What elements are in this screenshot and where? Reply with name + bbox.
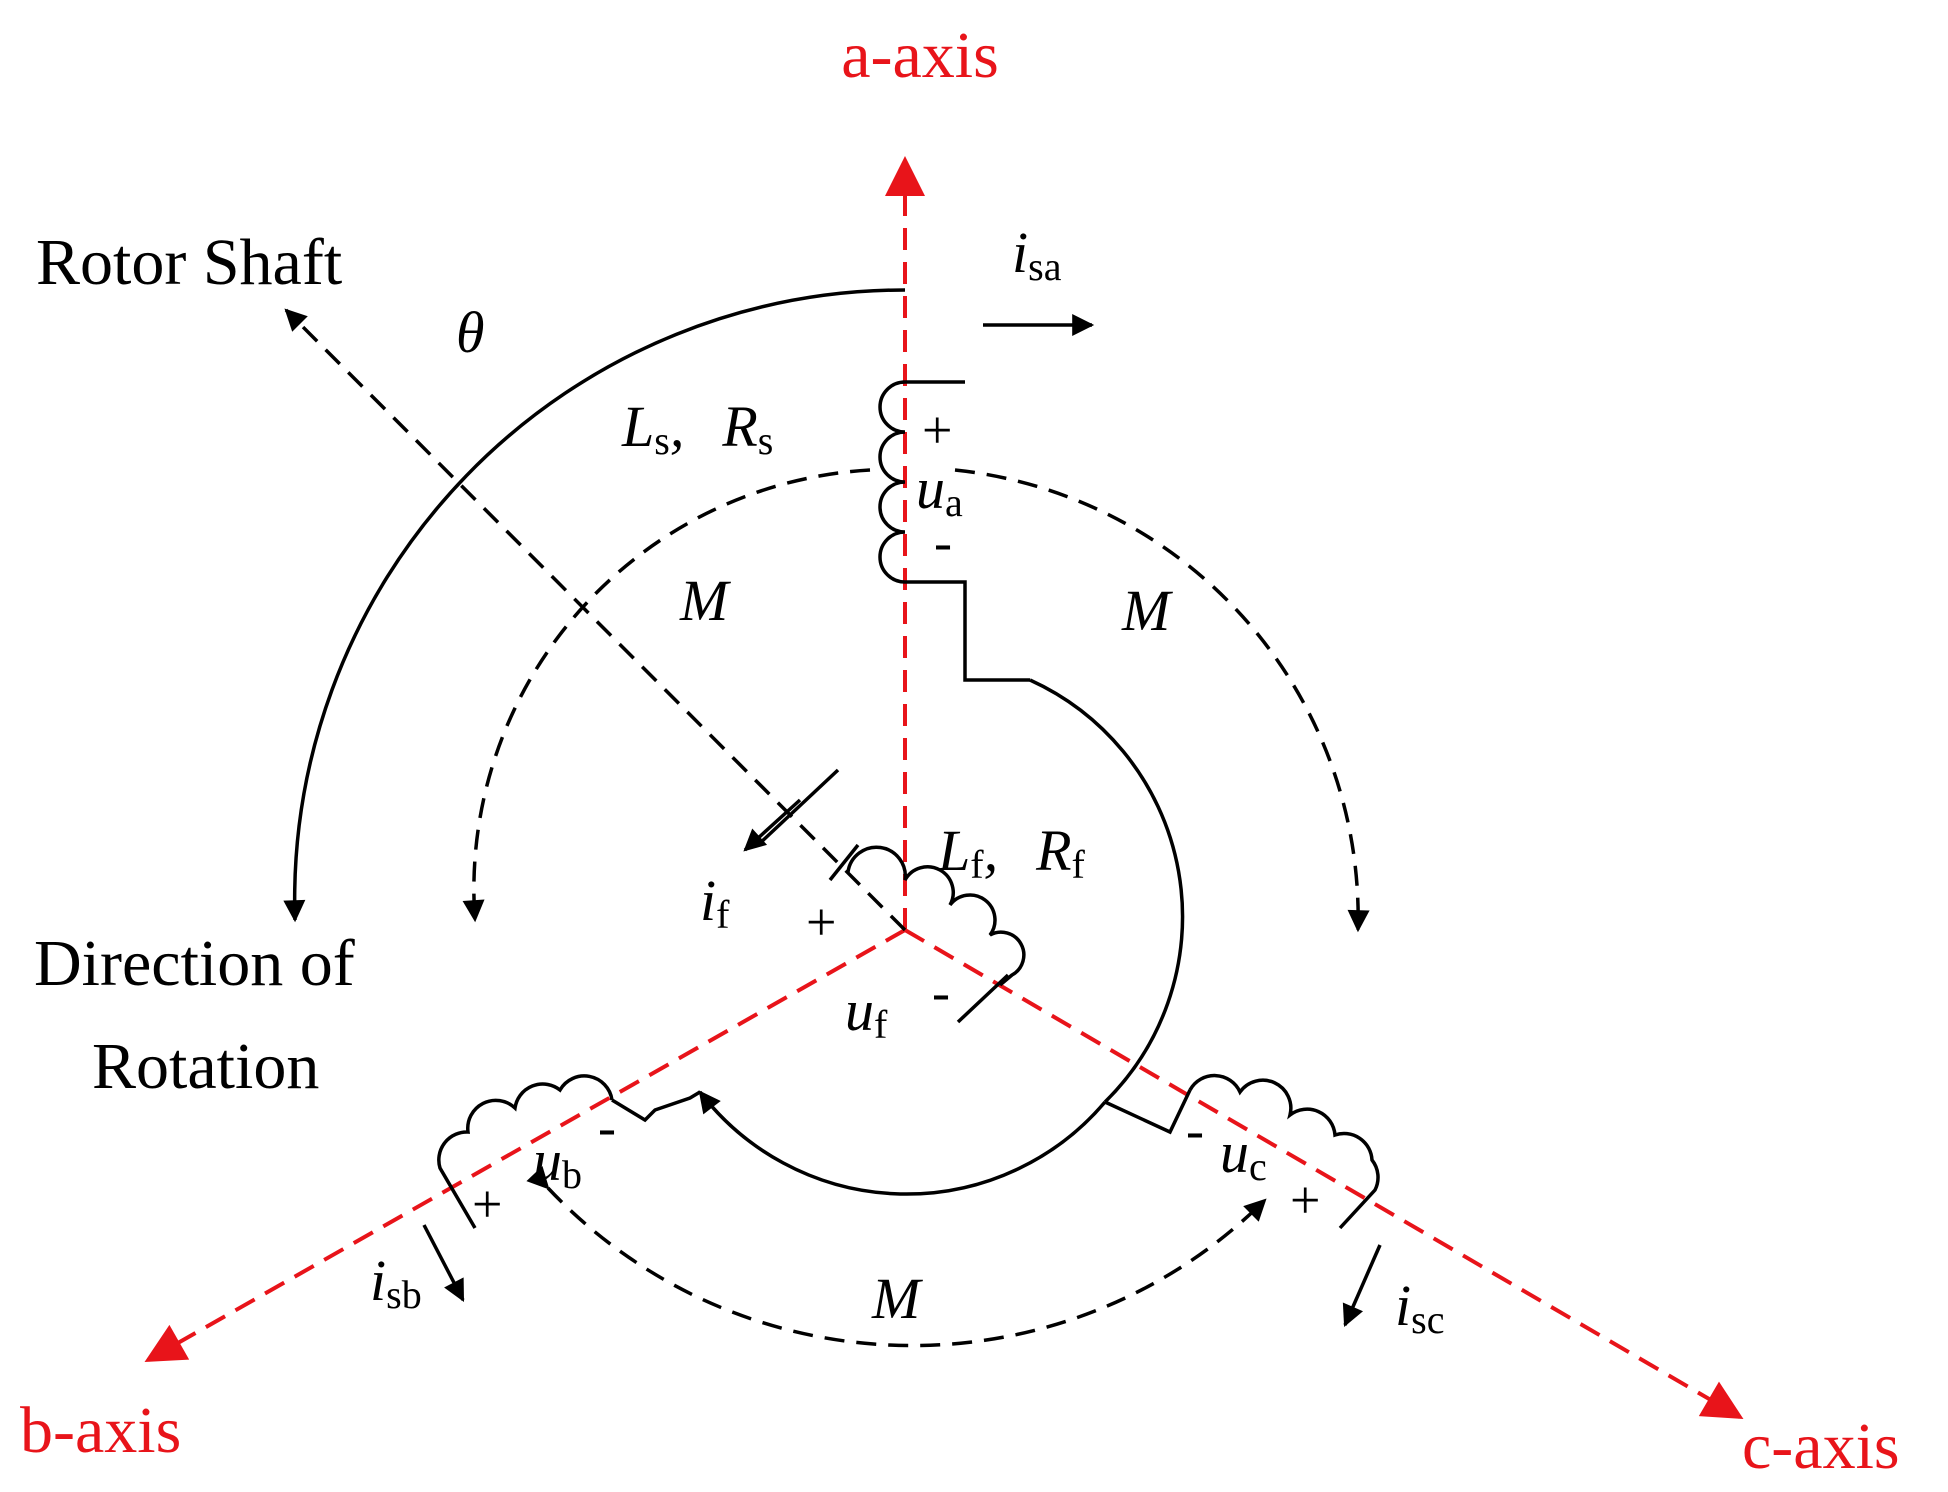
uc-plus: +: [1290, 1170, 1320, 1230]
mutual-arc-a-c: [954, 468, 1370, 933]
if-arrow: [743, 798, 802, 852]
uf-plus: +: [806, 892, 836, 952]
phase-a-winding: [878, 380, 1030, 682]
phase-b-winding: [437, 1074, 701, 1229]
isa-label: isa: [1012, 220, 1062, 289]
direction-of-rotation-label-1: Direction of: [34, 927, 355, 1000]
c-axis-label: c-axis: [1742, 1410, 1900, 1483]
ua-minus: -: [934, 512, 952, 572]
direction-of-rotation-label-2: Rotation: [92, 1030, 319, 1103]
ub-label: ub: [533, 1128, 582, 1197]
isb-label: isb: [370, 1248, 422, 1317]
uc-minus: -: [1186, 1100, 1204, 1160]
field-winding: [756, 768, 1026, 1024]
isb-arrow: [422, 1224, 465, 1302]
mutual-arc-a-b: [462, 468, 871, 923]
mutual-arc-b-c: [526, 1166, 1267, 1348]
stator-inductance-resistance-label: Ls,Rs: [621, 394, 773, 463]
field-inductance-resistance-label: Lf,Rf: [937, 818, 1086, 887]
phase-c-winding: [1104, 1073, 1380, 1230]
isc-label: isc: [1395, 1273, 1444, 1342]
b-axis-line: [144, 928, 906, 1362]
uf-minus: -: [932, 962, 950, 1022]
theta-label: θ: [456, 300, 485, 365]
b-axis-label: b-axis: [20, 1394, 181, 1467]
rotor-shaft-line: [284, 308, 907, 932]
ub-plus: +: [472, 1174, 502, 1234]
rotor-shaft-label: Rotor Shaft: [36, 226, 342, 299]
uf-label: uf: [845, 978, 888, 1047]
a-axis-label: a-axis: [841, 19, 999, 92]
ub-minus: -: [598, 1097, 616, 1157]
isc-arrow: [1342, 1244, 1382, 1328]
uc-label: uc: [1220, 1120, 1267, 1189]
ua-label: ua: [916, 456, 963, 525]
ua-plus: +: [922, 400, 952, 460]
theta-arc: [283, 288, 906, 923]
rotor-field-loop: [1029, 678, 1185, 1104]
mutual-label-bc: M: [871, 1266, 923, 1331]
mutual-label-ac: M: [1121, 578, 1173, 643]
c-axis-line: [903, 928, 1744, 1420]
mutual-label-ab: M: [679, 568, 731, 633]
if-label: if: [700, 868, 730, 937]
rotor-field-loop-bottom: [698, 1090, 1107, 1196]
